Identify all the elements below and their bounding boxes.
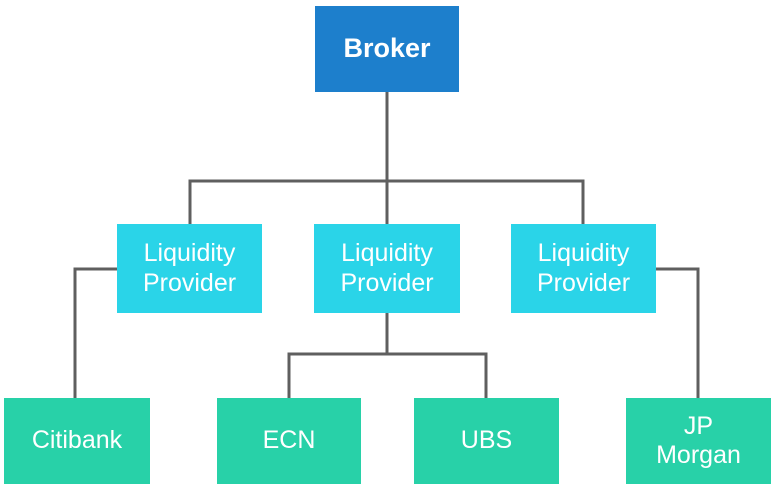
citibank-label: Citibank: [31, 426, 123, 455]
broker-node: Broker: [315, 6, 459, 92]
liquidity-provider-right-label: Liquidity Provider: [536, 239, 631, 297]
ubs-label: UBS: [460, 426, 513, 455]
ecn-label: ECN: [262, 426, 316, 455]
citibank-node: Citibank: [4, 398, 150, 484]
liquidity-provider-right-node: Liquidity Provider: [511, 224, 656, 313]
liquidity-provider-left-label: Liquidity Provider: [142, 239, 237, 297]
ecn-node: ECN: [217, 398, 361, 484]
ubs-node: UBS: [414, 398, 559, 484]
jp-morgan-node: JP Morgan: [626, 398, 771, 484]
liquidity-provider-left-node: Liquidity Provider: [117, 224, 262, 313]
liquidity-provider-center-label: Liquidity Provider: [340, 239, 434, 297]
liquidity-provider-center-node: Liquidity Provider: [314, 224, 460, 313]
broker-label: Broker: [343, 33, 431, 64]
jp-morgan-label: JP Morgan: [656, 411, 741, 470]
